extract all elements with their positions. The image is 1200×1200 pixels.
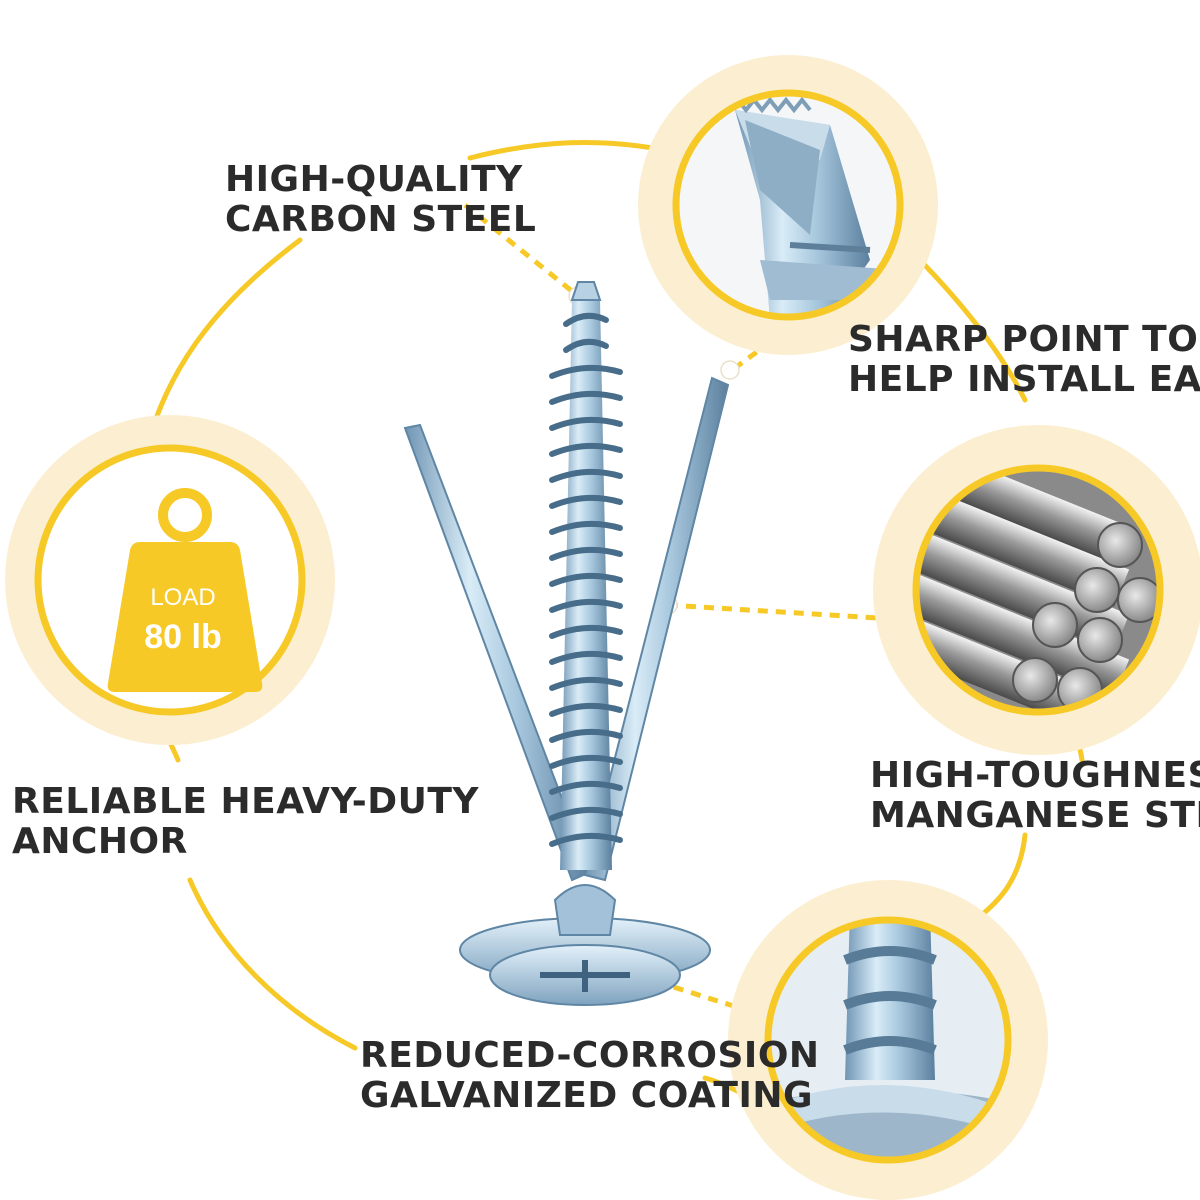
carbon-steel-line-2: CARBON STEEL <box>225 199 537 240</box>
screw-thread <box>549 442 623 457</box>
screw-thread <box>549 520 623 535</box>
heavy-duty-line-1: RELIABLE HEAVY-DUTY <box>12 781 479 822</box>
steel-rods-photo-badge <box>873 425 1200 755</box>
screw-thread <box>549 546 623 561</box>
screw-thread <box>549 494 623 509</box>
toggle-anchor-product <box>403 281 730 1006</box>
weight-icon <box>107 488 263 692</box>
screw-thread <box>563 312 609 327</box>
screw-thread <box>549 416 623 431</box>
heavy-duty-line-2: ANCHOR <box>12 821 188 862</box>
carbon-steel-line-1: HIGH-QUALITY <box>225 159 523 200</box>
manganese-line-2: MANGANESE STEEL <box>870 795 1200 836</box>
manganese-line-1: HIGH-TOUGHNESS <box>870 755 1200 796</box>
screw-thread <box>549 390 623 405</box>
sharp-point-label: SHARP POINT TO HELP INSTALL EASILY <box>848 319 1200 400</box>
heavy-duty-label: RELIABLE HEAVY-DUTY ANCHOR <box>12 781 479 862</box>
wing-tip-photo <box>728 96 900 317</box>
sharp-point-line-2: HELP INSTALL EASILY <box>848 359 1200 400</box>
wing-tip-photo-badge <box>638 55 938 355</box>
screw-thread <box>563 338 609 353</box>
screw-thread <box>549 728 623 743</box>
screw-thread <box>549 572 623 587</box>
coating-label: REDUCED-CORROSION GALVANIZED COATING <box>360 1035 820 1116</box>
screw-thread <box>549 702 623 717</box>
screw-thread <box>549 754 623 769</box>
screw-head-photo-badge <box>728 880 1048 1200</box>
screw-thread <box>549 806 623 821</box>
sharp-point-line-1: SHARP POINT TO <box>848 319 1199 360</box>
screw-thread <box>549 832 623 847</box>
screw-threads <box>549 312 623 847</box>
load-value: 80 lb <box>144 618 221 656</box>
screw-thread <box>549 676 623 691</box>
screw-thread <box>549 780 623 795</box>
coating-line-2: GALVANIZED COATING <box>360 1075 814 1116</box>
manganese-steel-label: HIGH-TOUGHNESS MANGANESE STEEL <box>870 755 1200 836</box>
load-badge: LOAD 80 lb <box>5 415 335 745</box>
screw-thread <box>549 468 623 483</box>
carbon-steel-label: HIGH-QUALITY CARBON STEEL <box>225 159 537 240</box>
screw-thread <box>549 364 623 379</box>
coating-line-1: REDUCED-CORROSION <box>360 1035 820 1076</box>
screw-thread <box>549 650 623 665</box>
load-label: LOAD <box>150 584 215 611</box>
screw-thread <box>549 598 623 613</box>
screw-thread <box>549 624 623 639</box>
